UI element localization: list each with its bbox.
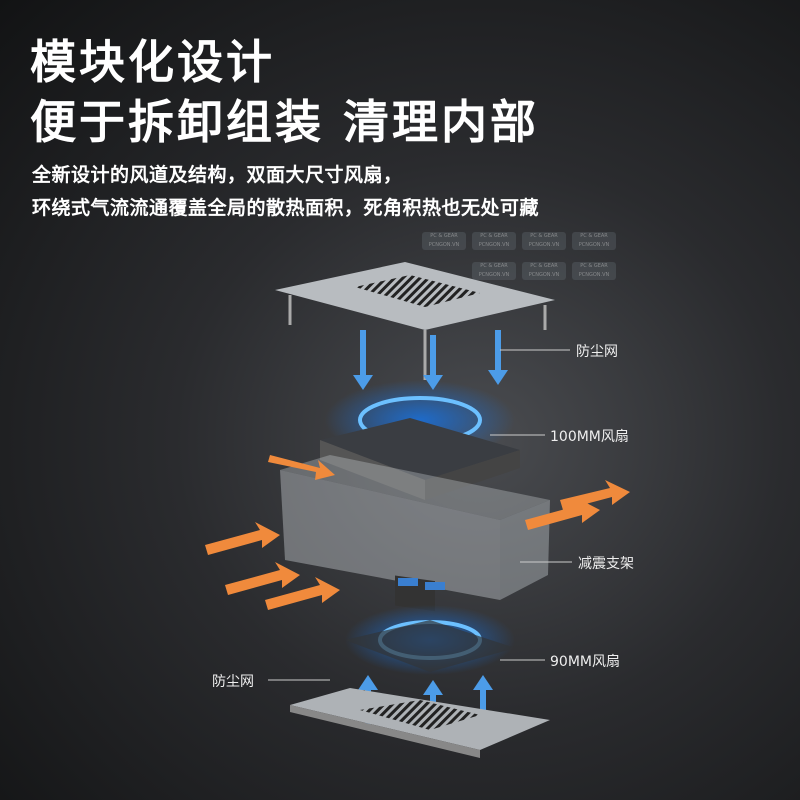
label-shock-bracket: 减震支架 — [578, 556, 634, 572]
label-100mm-fan: 100MM风扇 — [550, 429, 629, 445]
subtitle-line-2: 环绕式气流流通覆盖全局的散热面积，死角积热也无处可藏 — [32, 197, 540, 219]
headline-line-1: 模块化设计 — [30, 35, 275, 89]
top-fan — [320, 418, 520, 500]
label-90mm-fan: 90MM风扇 — [550, 654, 620, 670]
headline-line-2: 便于拆卸组装 清理内部 — [30, 95, 540, 149]
label-top-dust-filter: 防尘网 — [576, 344, 618, 360]
callout-lines — [268, 349, 572, 681]
bottom-filter-plate — [290, 688, 550, 758]
bottom-fan — [345, 620, 515, 672]
subtitle-line-1: 全新设计的风道及结构，双面大尺寸风扇， — [32, 164, 403, 186]
label-bottom-dust-filter: 防尘网 — [212, 674, 254, 690]
hot-airflow-arrows — [205, 455, 630, 610]
top-filter-plate — [275, 262, 555, 380]
chassis — [280, 455, 550, 612]
